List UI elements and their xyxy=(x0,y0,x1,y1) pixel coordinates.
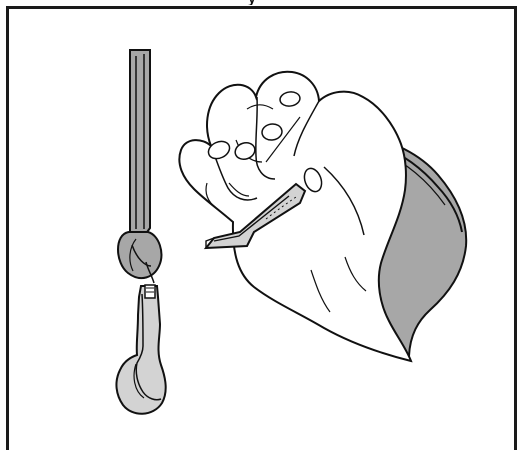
strap-band xyxy=(130,50,150,235)
hook-icon xyxy=(116,262,165,414)
strap-icon xyxy=(118,50,161,278)
hand-icon xyxy=(179,72,411,361)
